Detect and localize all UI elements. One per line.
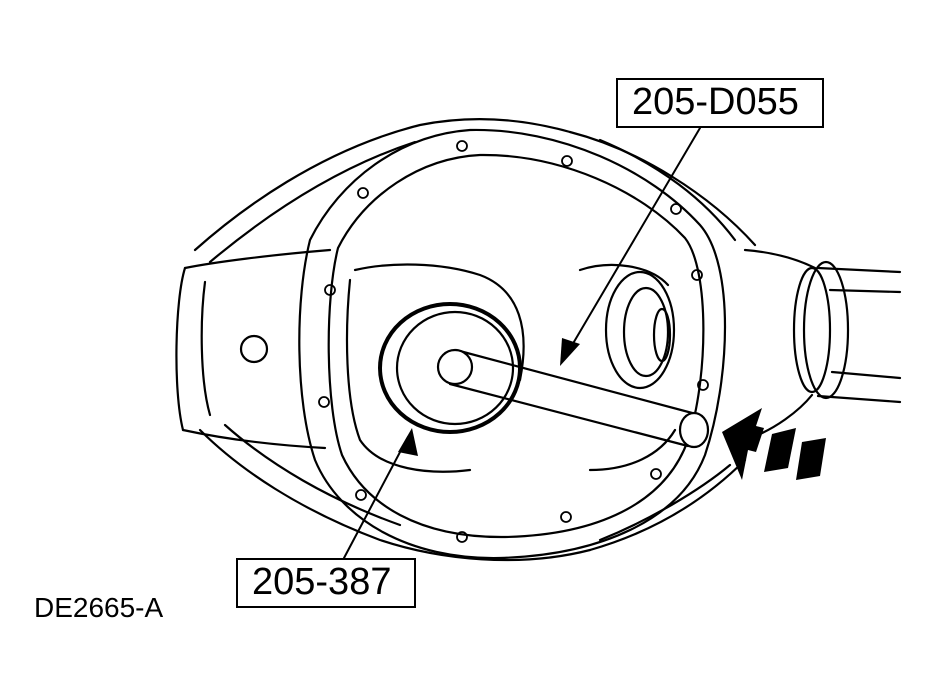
leader-arrowheads — [398, 338, 580, 456]
figure-id: DE2665-A — [34, 592, 164, 623]
vent-hole-icon — [239, 334, 269, 364]
direction-arrow-icon — [722, 408, 826, 480]
tool-label-installer: 205-387 — [236, 558, 416, 608]
tool-label-handle: 205-D055 — [616, 78, 824, 128]
flange-bolt-holes — [318, 140, 709, 543]
installer-handle — [436, 348, 710, 449]
left-axle-tube — [175, 248, 332, 450]
leader-lines — [343, 127, 701, 559]
right-axle-tube — [743, 248, 902, 442]
bearing-bore — [604, 270, 676, 390]
housing-cavity — [345, 263, 677, 473]
housing-outer-shell — [193, 118, 757, 562]
